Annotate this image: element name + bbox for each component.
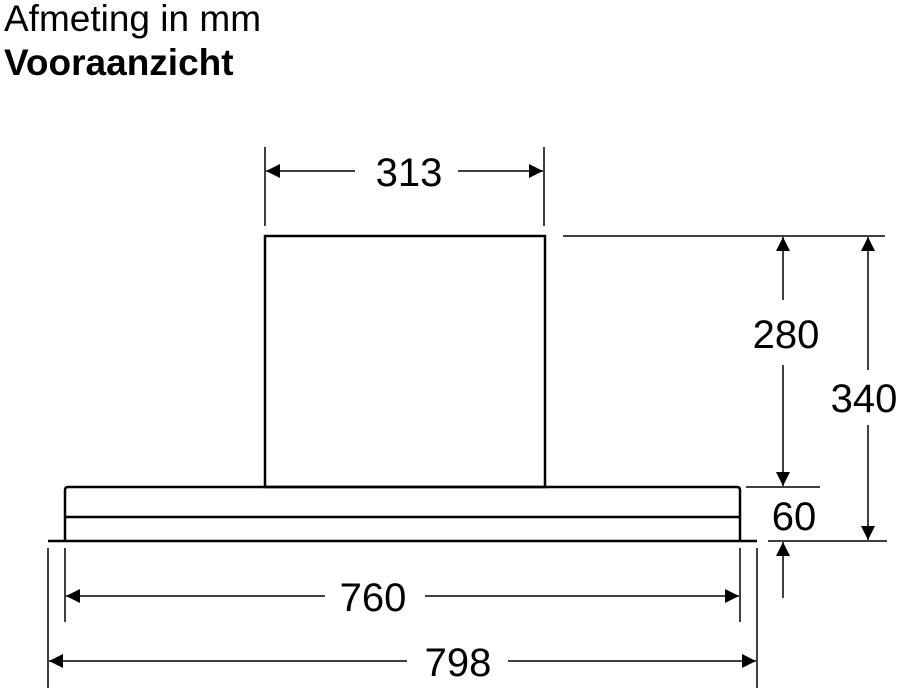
dimension-total-height: 340	[831, 237, 898, 540]
dim-313-label: 313	[376, 151, 443, 195]
height-extension-lines	[563, 235, 887, 542]
units-label: Afmeting in mm	[4, 0, 262, 39]
canopy-outline	[48, 485, 757, 543]
dimension-canopy-height: 60	[772, 495, 817, 598]
chimney-outline	[263, 234, 547, 489]
dim-60-label: 60	[772, 495, 817, 539]
dim-340-label: 340	[831, 377, 898, 421]
dim-280-label: 280	[753, 313, 820, 357]
dim-798-label: 798	[425, 641, 492, 685]
dimension-canopy-total-width: 798	[47, 548, 758, 688]
dim-760-label: 760	[340, 576, 407, 620]
dimension-canopy-inner-width: 760	[64, 548, 741, 622]
dimension-chimney-height: 280	[753, 237, 820, 486]
view-title: Vooraanzicht	[4, 42, 234, 83]
dimension-chimney-width: 313	[264, 147, 545, 226]
